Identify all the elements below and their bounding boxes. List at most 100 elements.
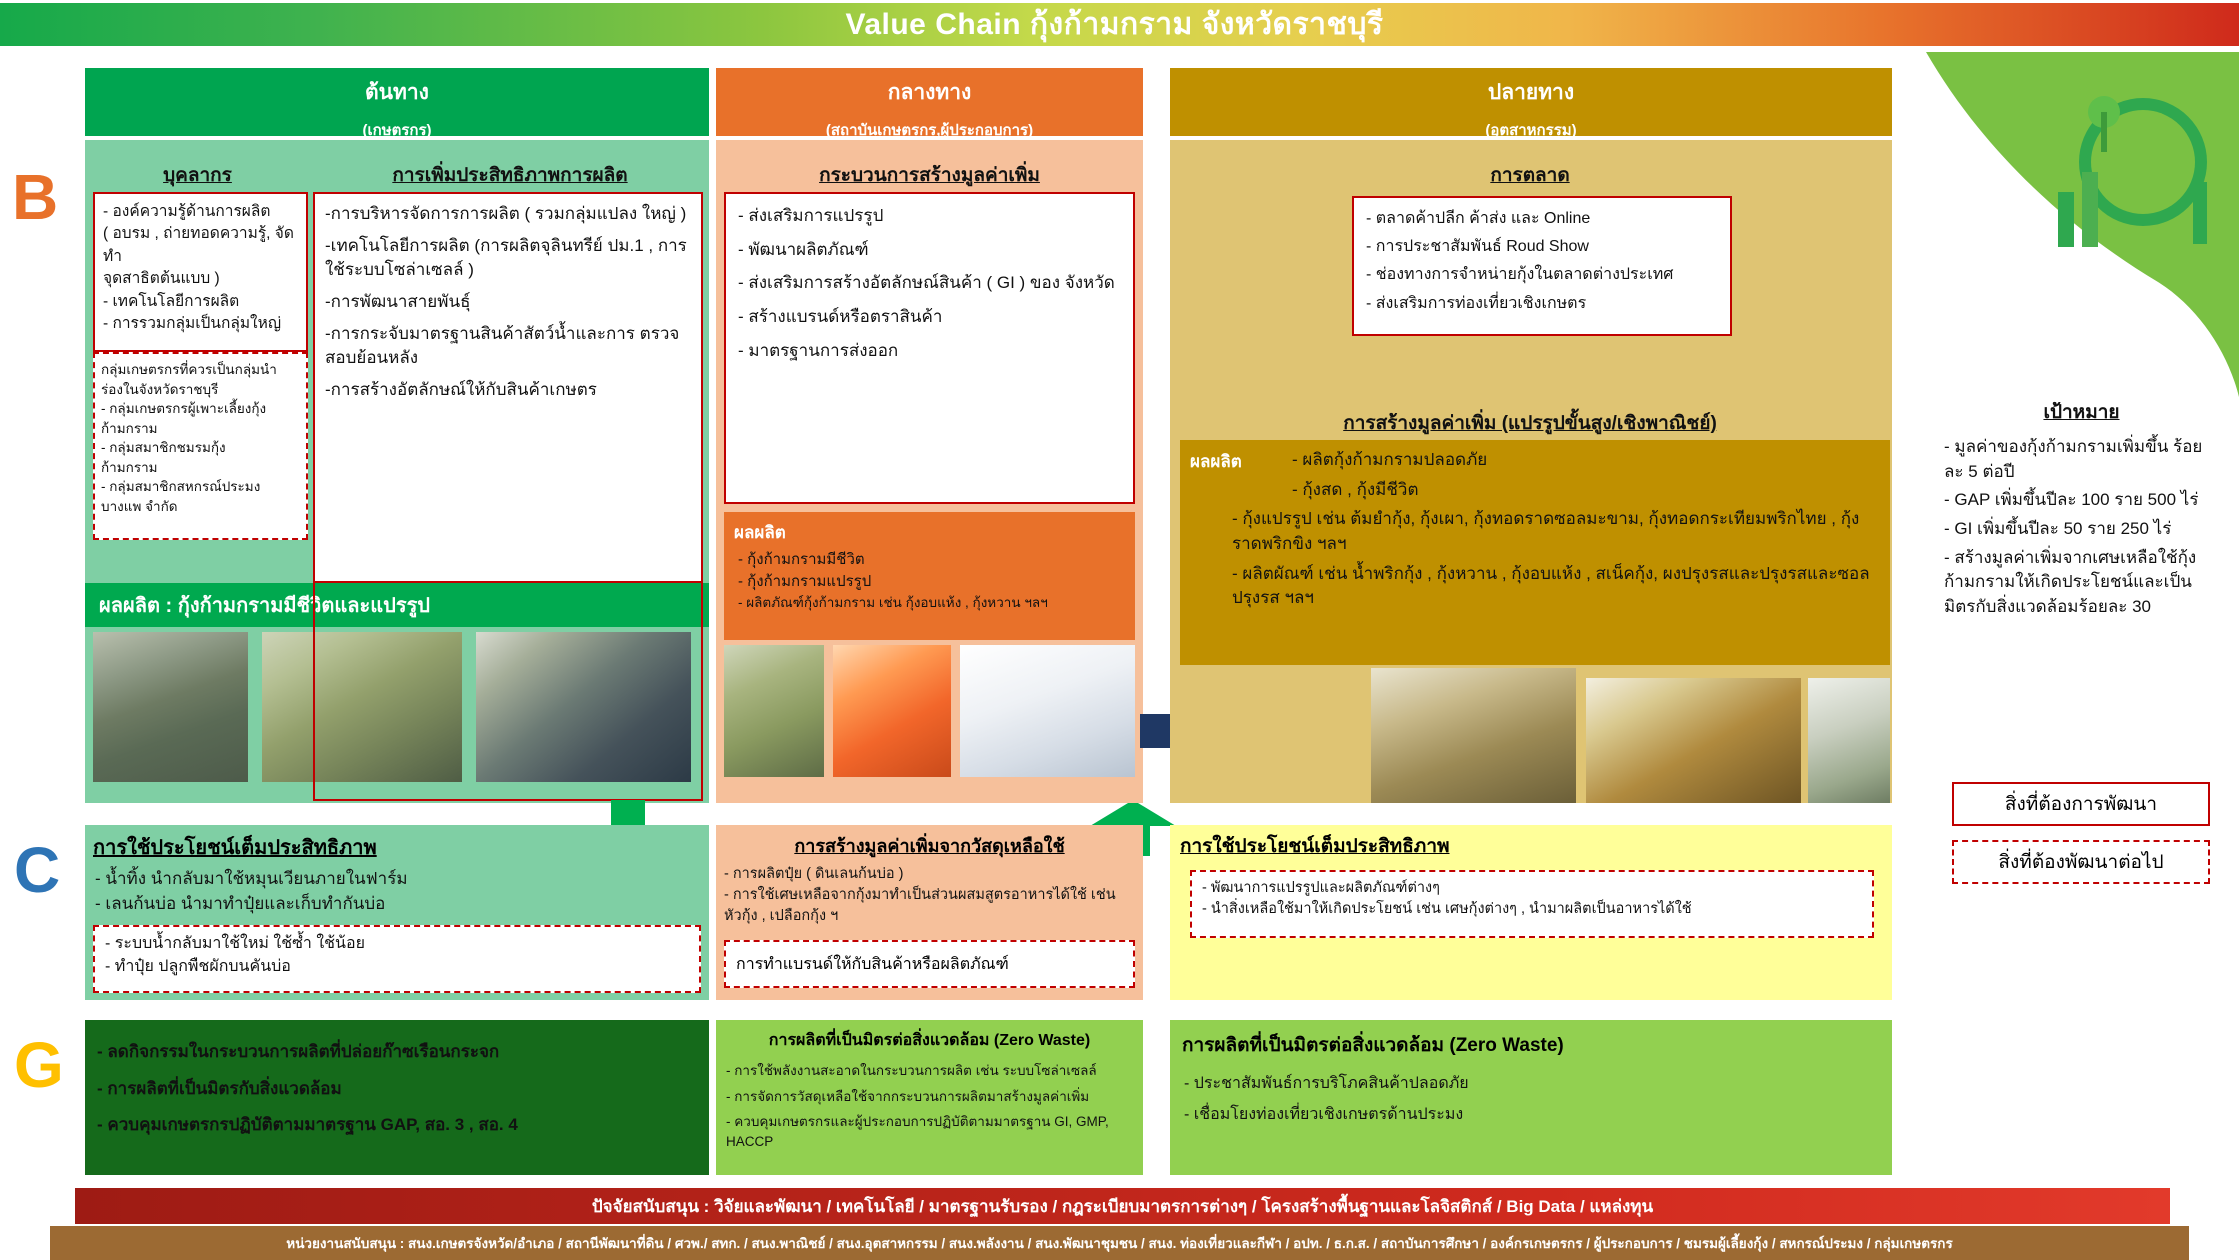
goal-list: - มูลค่าของกุ้งก้ามกรามเพิ่มขึ้น ร้อยละ …	[1944, 435, 2219, 619]
product-photo-2	[1586, 678, 1801, 803]
list-item: - กลุ่มสมาชิกชมรมกุ้ง	[101, 440, 226, 456]
list-item: กลุ่มเกษตรกรที่ควรเป็นกลุ่มนำ	[101, 362, 277, 377]
row-c-left-title: การใช้ประโยชน์เต็มประสิทธิภาพ	[93, 837, 377, 859]
upstream-efficiency-title: การเพิ่มประสิทธิภาพการผลิต	[392, 165, 628, 186]
column-header-midstream: กลางทาง (สถาบันเกษตรกร,ผู้ประกอบการ)	[716, 68, 1143, 139]
page-title-bar: Value Chain กุ้งก้ามกราม จังหวัดราชบุรี	[0, 3, 2239, 46]
shrimp-photo-1	[93, 632, 248, 782]
list-item: - กุ้งก้ามกรามมีชีวิต	[738, 551, 865, 568]
footer-support-label: ปัจจัยสนับสนุน : วิจัยและพัฒนา / เทคโนโล…	[591, 1196, 1654, 1216]
shrimp-product-photo-1	[724, 645, 824, 777]
list-item: - นำสิ่งเหลือใช้มาให้เกิดประโยชน์ เช่น เ…	[1202, 901, 1692, 918]
shrimp-product-photo-2	[833, 645, 951, 777]
goal-title: เป้าหมาย	[2043, 402, 2120, 423]
list-item: ก้ามกราม	[101, 459, 158, 475]
product-photo-3	[1808, 678, 1890, 803]
list-item: บางแพ จำกัด	[101, 498, 178, 514]
list-item: - องค์ความรู้ด้านการผลิต	[103, 203, 271, 220]
footer-agencies-label: หน่วยงานสนับสนุน : สนง.เกษตรจังหวัด/อำเภ…	[286, 1236, 1953, 1251]
upstream-personnel-dashed-box: กลุ่มเกษตรกรที่ควรเป็นกลุ่มนำ ร่องในจังห…	[93, 352, 308, 540]
list-item: - น้ำทิ้ง นำกลับมาใช้หมุนเวียนภายในฟาร์ม	[95, 869, 408, 888]
list-item: -เทคโนโลยีการผลิต (การผลิตจุลินทรีย์ ปม.…	[325, 235, 687, 280]
list-item: - สร้างแบรนด์หรือตราสินค้า	[738, 306, 943, 326]
row-g-right-panel: การผลิตที่เป็นมิตรต่อสิ่งแวดล้อม (Zero W…	[1170, 1020, 1892, 1175]
upstream-output-banner: ผลผลิต : กุ้งก้ามกรามมีชีวิตและแปรรูป	[85, 583, 709, 627]
downstream-valueadd-label: ผลผลิต	[1190, 452, 1242, 471]
row-c-left-list: - น้ำทิ้ง นำกลับมาใช้หมุนเวียนภายในฟาร์ม…	[85, 863, 709, 916]
downstream-marketing-box: - ตลาดค้าปลีก ค้าส่ง และ Online - การประ…	[1352, 196, 1732, 336]
list-item: - ลดกิจกรรมในกระบวนการผลิตที่ปล่อยก๊าซเร…	[97, 1042, 500, 1061]
row-g-left-panel: - ลดกิจกรรมในกระบวนการผลิตที่ปล่อยก๊าซเร…	[85, 1020, 709, 1175]
list-item: - ส่งเสริมการท่องเที่ยวเชิงเกษตร	[1366, 294, 1587, 312]
legend-solid-box: สิ่งที่ต้องการพัฒนา	[1952, 782, 2210, 826]
row-c-right-dashed-list: - พัฒนาการแปรรูปและผลิตภัณฑ์ต่างๆ - นำสิ…	[1192, 872, 1872, 920]
column-head-title: ต้นทาง	[365, 81, 429, 104]
footer-support-bar: ปัจจัยสนับสนุน : วิจัยและพัฒนา / เทคโนโล…	[75, 1188, 2170, 1224]
midstream-valueadd-title: กระบวนการสร้างมูลค่าเพิ่ม	[819, 165, 1040, 186]
goal-rail: เป้าหมาย - มูลค่าของกุ้งก้ามกรามเพิ่มขึ้…	[1908, 52, 2239, 1198]
list-item: - เทคโนโลยีการผลิต	[103, 292, 240, 310]
list-item: - กุ้งก้ามกรามแปรรูป	[738, 572, 872, 590]
upstream-efficiency-box: -การบริหารจัดการการผลิต ( รวมกลุ่มแปลง ใ…	[313, 192, 703, 583]
row-g-right-title: การผลิตที่เป็นมิตรต่อสิ่งแวดล้อม (Zero W…	[1182, 1035, 1564, 1056]
column-head-title: ปลายทาง	[1487, 81, 1575, 104]
row-c-right-dashed-box: - พัฒนาการแปรรูปและผลิตภัณฑ์ต่างๆ - นำสิ…	[1190, 870, 1874, 938]
list-item: - มูลค่าของกุ้งก้ามกรามเพิ่มขึ้น ร้อยละ …	[1944, 437, 2203, 481]
list-item: ร่องในจังหวัดราชบุรี	[101, 381, 219, 397]
row-c-left-dashed-box: - ระบบน้ำกลับมาใช้ใหม่ ใช้ซ้ำ ใช้น้อย - …	[93, 925, 701, 993]
row-c-mid-list: - การผลิตปุ๋ย ( ดินเลนก้นบ่อ ) - การใช้เ…	[716, 860, 1143, 927]
upstream-personnel-title: บุคลากร	[163, 165, 232, 186]
row-g-mid-panel: การผลิตที่เป็นมิตรต่อสิ่งแวดล้อม (Zero W…	[716, 1020, 1143, 1175]
list-item: - กลุ่มสมาชิกสหกรณ์ประมง	[101, 479, 261, 495]
list-item: - ทำปุ๋ย ปลูกพืชผักบนคันบ่อ	[105, 958, 291, 976]
upstream-personnel-box: - องค์ความรู้ด้านการผลิต ( อบรม , ถ่ายทอ…	[93, 192, 308, 352]
upstream-photo-connector-box	[313, 583, 703, 801]
list-item: - การรวมกลุ่มเป็นกลุ่มใหญ่	[103, 315, 282, 333]
list-item: - การผลิตปุ๋ย ( ดินเลนก้นบ่อ )	[724, 866, 904, 882]
midstream-valueadd-box: - ส่งเสริมการแปรรูป - พัฒนาผลิตภัณฑ์ - ส…	[724, 192, 1135, 504]
list-item: - เลนก้นบ่อ นำมาทำปุ๋ยและเก็บทำกันบ่อ	[95, 893, 386, 913]
row-c-mid-dashed-label: การทำแบรนด์ให้กับสินค้าหรือผลิตภัณฑ์	[736, 955, 1009, 973]
list-item: ( อบรม , ถ่ายทอดความรู้, จัดทำ	[103, 225, 294, 265]
list-item: -การบริหารจัดการการผลิต ( รวมกลุ่มแปลง ใ…	[325, 204, 687, 223]
row-g-right-list: - ประชาสัมพันธ์การบริโภคสินค้าปลอดภัย - …	[1170, 1060, 1892, 1126]
list-item: ก้ามกราม	[101, 420, 158, 436]
list-item: - GI เพิ่มขึ้นปีละ 50 ราย 250 ไร่	[1944, 518, 2172, 538]
downstream-marketing-title: การตลาด	[1490, 165, 1570, 186]
marker-letter-b: B	[12, 161, 59, 233]
eco-globe-icon	[1908, 52, 2239, 397]
list-item: - การจัดการวัสดุเหลือใช้จากกระบวนการผลิต…	[726, 1088, 1090, 1104]
downstream-valueadd-list: - ผลิตกุ้งก้ามกรามปลอดภัย - กุ้งสด , กุ้…	[1180, 440, 1890, 611]
footer-agencies-bar: หน่วยงานสนับสนุน : สนง.เกษตรจังหวัด/อำเภ…	[50, 1226, 2189, 1260]
row-c-mid-dashed-box: การทำแบรนด์ให้กับสินค้าหรือผลิตภัณฑ์	[724, 940, 1135, 988]
list-item: - ส่งเสริมการแปรรูป	[738, 206, 884, 225]
list-item: - พัฒนาผลิตภัณฑ์	[738, 239, 869, 259]
upstream-efficiency-list: -การบริหารจัดการการผลิต ( รวมกลุ่มแปลง ใ…	[315, 194, 701, 402]
list-item: -การพัฒนาสายพันธุ์	[325, 291, 471, 311]
column-head-sub: (สถาบันเกษตรกร,ผู้ประกอบการ)	[825, 122, 1034, 139]
legend-dashed-label: สิ่งที่ต้องพัฒนาต่อไป	[1998, 852, 2164, 873]
list-item: - กุ้งแปรรูป เช่น ต้มยำกุ้ง, กุ้งเผา, กุ…	[1232, 509, 1860, 553]
row-c-left-dashed-list: - ระบบน้ำกลับมาใช้ใหม่ ใช้ซ้ำ ใช้น้อย - …	[95, 927, 699, 978]
upstream-personnel-dashed-list: กลุ่มเกษตรกรที่ควรเป็นกลุ่มนำ ร่องในจังห…	[95, 354, 306, 517]
downstream-marketing-list: - ตลาดค้าปลีก ค้าส่ง และ Online - การประ…	[1354, 198, 1730, 315]
list-item: - มาตรฐานการส่งออก	[738, 340, 899, 360]
column-header-upstream: ต้นทาง (เกษตรกร)	[85, 68, 709, 139]
list-item: - พัฒนาการแปรรูปและผลิตภัณฑ์ต่างๆ	[1202, 880, 1440, 896]
list-item: - สร้างมูลค่าเพิ่มจากเศษเหลือใช้กุ้งก้าม…	[1944, 547, 2197, 616]
midstream-valueadd-list: - ส่งเสริมการแปรรูป - พัฒนาผลิตภัณฑ์ - ส…	[726, 194, 1133, 363]
column-head-sub: (อุตสาหกรรม)	[1485, 122, 1577, 139]
column-head-title: กลางทาง	[887, 81, 972, 104]
list-item: - ตลาดค้าปลีก ค้าส่ง และ Online	[1366, 210, 1591, 227]
list-item: - การใช้พลังงานสะอาดในกระบวนการผลิต เช่น…	[726, 1063, 1097, 1078]
upstream-personnel-list: - องค์ความรู้ด้านการผลิต ( อบรม , ถ่ายทอ…	[95, 194, 306, 336]
list-item: - กุ้งสด , กุ้งมีชีวิต	[1292, 479, 1419, 499]
shrimp-photo-3	[476, 632, 691, 782]
list-item: - เชื่อมโยงท่องเที่ยวเชิงเกษตรด้านประมง	[1184, 1106, 1464, 1124]
midstream-output-panel: ผลผลิต - กุ้งก้ามกรามมีชีวิต - กุ้งก้ามก…	[724, 512, 1135, 640]
list-item: -การสร้างอัตลักษณ์ให้กับสินค้าเกษตร	[325, 379, 597, 399]
column-head-sub: (เกษตรกร)	[362, 122, 432, 139]
shrimp-product-photo-3	[960, 645, 1135, 777]
marker-letter-c: C	[14, 834, 61, 906]
list-item: - การใช้เศษเหลือจากกุ้งมาทำเป็นส่วนผสมสู…	[724, 887, 1116, 925]
